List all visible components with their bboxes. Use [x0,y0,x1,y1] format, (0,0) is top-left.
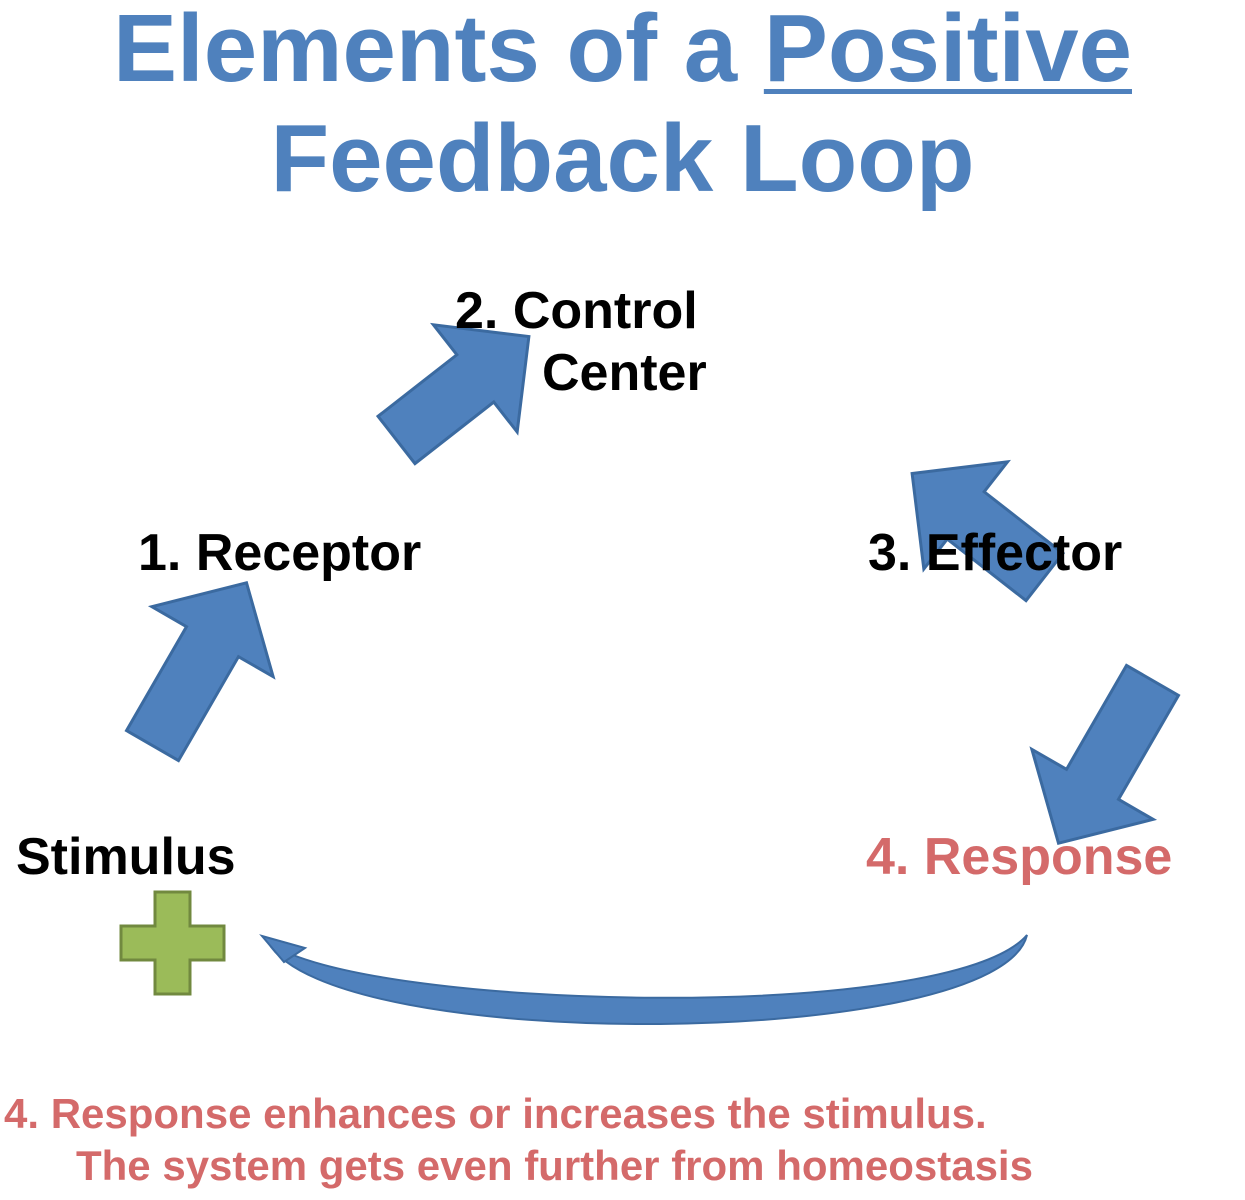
effector-label: 3. Effector [868,524,1123,582]
receptor-label: 1. Receptor [138,524,422,582]
arrow-stimulus-to-receptor [124,580,276,763]
arrow-receptor-to-control [375,322,531,466]
title-emphasis: Positive [763,0,1132,102]
control-center-label: 2. Control Center [455,280,707,404]
page-title-line2: Feedback Loop [270,105,975,212]
caption-line2: The system gets even further from homeos… [76,1142,1033,1189]
page-title-line1: Elements of a Positive [0,0,1245,104]
response-label: 4. Response [866,828,1173,886]
feedback-arrowhead [259,934,308,964]
plus-icon [119,890,226,996]
stimulus-label: Stimulus [16,828,236,886]
feedback-curved-arrow [267,934,1028,1026]
caption: 4. Response enhances or increases the st… [4,1088,1033,1192]
title-prefix: Elements of a [112,0,764,102]
control-center-line2: Center [542,344,707,402]
caption-line1: 4. Response enhances or increases the st… [4,1090,987,1137]
control-center-line1: 2. Control [455,282,698,340]
arrow-effector-to-response [1029,663,1181,846]
arrow-control-to-effector [910,459,1066,603]
